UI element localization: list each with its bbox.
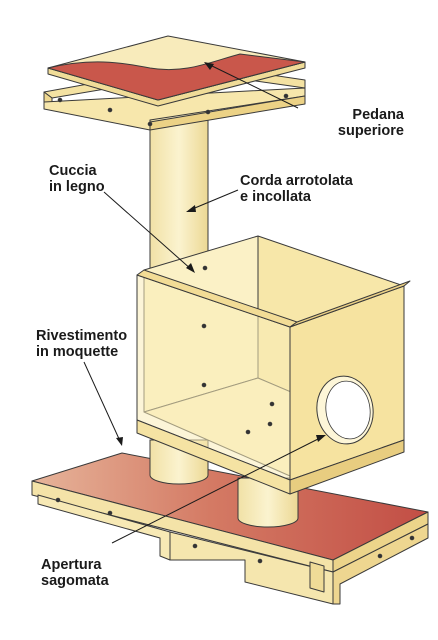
- box-top-edge-right: [289, 280, 411, 328]
- arrow-cuccia: [186, 263, 195, 273]
- top-frame-right: [149, 95, 306, 131]
- label-pedana-line1: Pedana: [352, 107, 404, 123]
- box-base-slab-right: [289, 439, 405, 495]
- screw: [269, 401, 275, 407]
- leader-lines: [83, 62, 326, 544]
- arrow-apertura: [316, 435, 326, 442]
- screw: [267, 421, 273, 427]
- label-corda-line1: Corda arrotolata: [240, 173, 353, 189]
- top-frame-front: [43, 87, 306, 131]
- label-apertura-sagomata: Apertura sagomata: [41, 557, 109, 589]
- leader-rivestimento: [83, 361, 121, 442]
- screw: [201, 382, 207, 388]
- arrow-rivestimento: [116, 437, 123, 446]
- base-platform: [31, 452, 429, 605]
- label-cuccia-line2: in legno: [49, 179, 105, 195]
- label-apertura-line2: sagomata: [41, 573, 109, 589]
- base-frame-right: [332, 523, 429, 605]
- screw: [205, 109, 211, 115]
- label-corda-arrotolata: Corda arrotolata e incollata: [240, 173, 353, 205]
- top-platform: [43, 35, 306, 131]
- label-pedana-line2: superiore: [337, 123, 404, 139]
- screw: [257, 558, 263, 564]
- arrow-pedana: [204, 62, 214, 70]
- arrow-corda: [186, 205, 196, 212]
- label-rivestimento-moquette: Rivestimento in moquette: [36, 328, 127, 360]
- screw: [107, 107, 113, 113]
- label-apertura-line1: Apertura: [41, 557, 102, 573]
- leader-cuccia: [103, 191, 193, 271]
- label-rivestimento-line1: Rivestimento: [36, 328, 128, 344]
- box-opening-inner: [325, 380, 371, 440]
- top-carpet: [47, 53, 306, 101]
- screw: [192, 543, 198, 549]
- screw: [283, 93, 289, 99]
- screw: [201, 323, 207, 329]
- label-cuccia-in-legno: Cuccia in legno: [49, 163, 105, 195]
- screw: [245, 429, 251, 435]
- wooden-box: [136, 235, 411, 495]
- label-rivestimento-line2: in moquette: [36, 344, 119, 360]
- leader-apertura: [111, 436, 323, 544]
- label-pedana-superiore: Pedana superiore: [300, 107, 404, 139]
- leader-pedana: [207, 63, 299, 109]
- screw: [147, 121, 153, 127]
- base-frame-notch: [309, 561, 325, 593]
- label-corda-line2: e incollata: [240, 189, 311, 205]
- label-cuccia-line1: Cuccia: [49, 163, 97, 179]
- screw: [107, 510, 113, 516]
- leader-corda: [189, 189, 239, 211]
- screw: [377, 553, 383, 559]
- screw: [57, 97, 63, 103]
- screw: [55, 497, 61, 503]
- screw: [202, 265, 208, 271]
- screw: [409, 535, 415, 541]
